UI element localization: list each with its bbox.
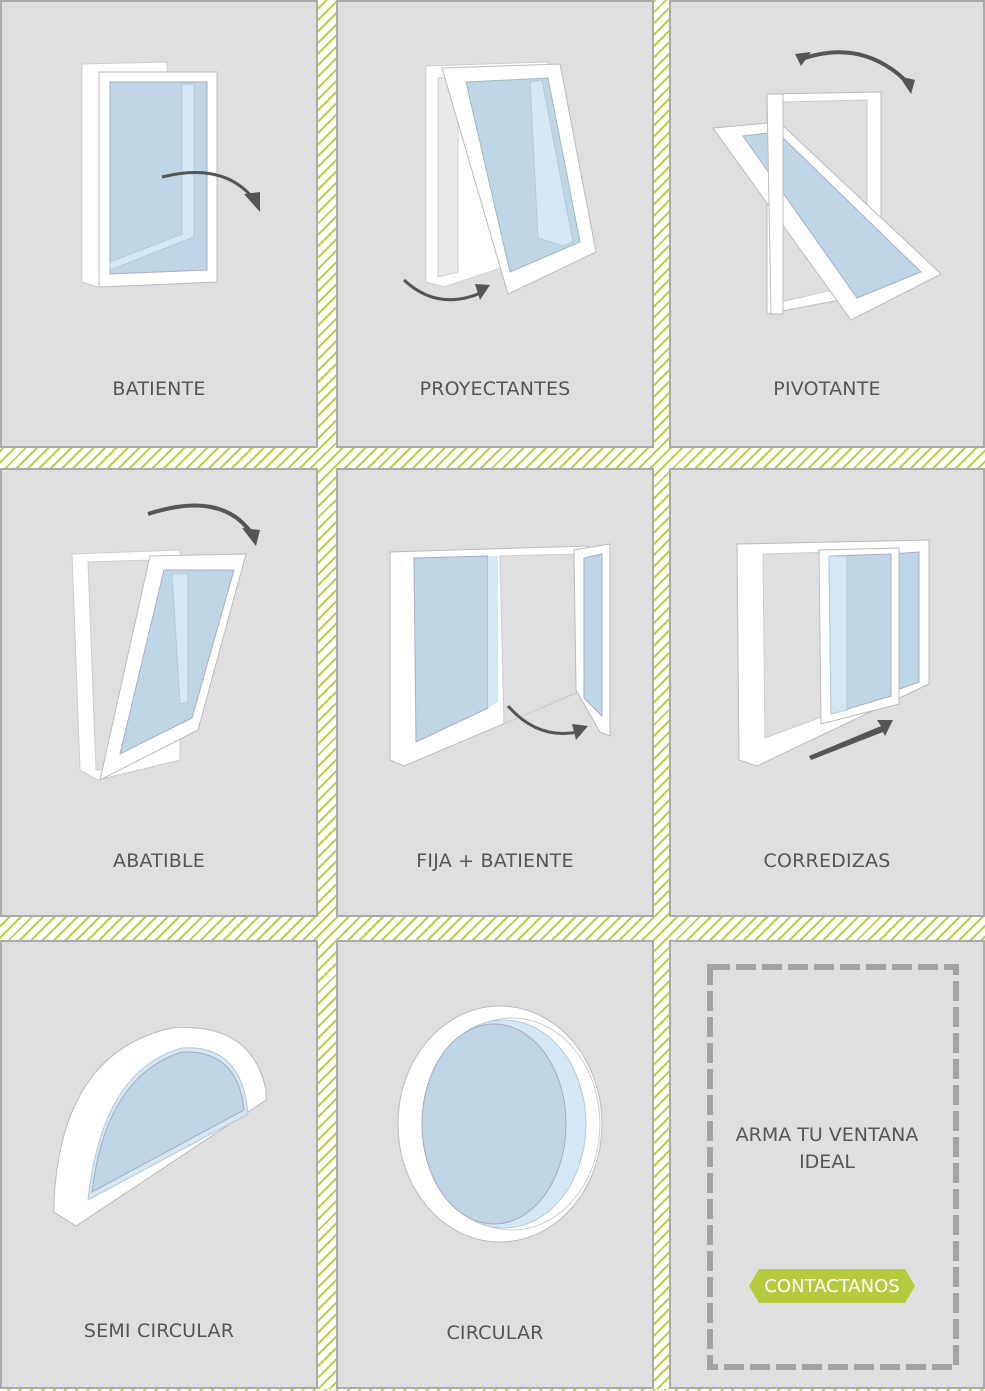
window-card-corredizas[interactable]: CORREDIZAS (669, 468, 985, 917)
tilt-window-icon (71, 503, 260, 781)
contact-button[interactable]: CONTACTANOS (749, 1269, 915, 1303)
round-window-icon (397, 1005, 603, 1243)
window-label: PROYECTANTES (419, 378, 571, 400)
pivot-window-icon (712, 50, 942, 321)
window-card-semi-circular[interactable]: SEMI CIRCULAR (0, 940, 318, 1389)
window-card-batiente[interactable]: BATIENTE (0, 0, 318, 448)
cta-line-1: ARMA TU VENTANA (735, 1124, 919, 1146)
cta-text: ARMA TU VENTANA IDEAL (671, 1122, 983, 1176)
cta-line-2: IDEAL (799, 1151, 855, 1173)
custom-window-card: ARMA TU VENTANA IDEAL CONTACTANOS (669, 940, 985, 1389)
window-card-proyectantes[interactable]: PROYECTANTES (336, 0, 654, 448)
window-label: PIVOTANTE (773, 378, 881, 400)
window-label: SEMI CIRCULAR (83, 1320, 235, 1342)
window-label: BATIENTE (112, 378, 206, 400)
half-round-window-icon (53, 1027, 267, 1227)
dashed-frame (707, 964, 959, 1370)
window-label: CIRCULAR (446, 1322, 544, 1344)
window-label: ABATIBLE (113, 850, 205, 872)
sliding-window-icon (736, 539, 930, 767)
window-card-fija-batiente[interactable]: FIJA + BATIENTE (336, 468, 654, 917)
window-label: CORREDIZAS (763, 850, 891, 872)
awning-window-icon (402, 61, 597, 302)
fixed-casement-window-icon (389, 543, 611, 767)
casement-window-icon (81, 61, 260, 288)
window-card-pivotante[interactable]: PIVOTANTE (669, 0, 985, 448)
window-label: FIJA + BATIENTE (416, 850, 574, 872)
window-card-abatible[interactable]: ABATIBLE (0, 468, 318, 917)
window-card-circular[interactable]: CIRCULAR (336, 940, 654, 1389)
